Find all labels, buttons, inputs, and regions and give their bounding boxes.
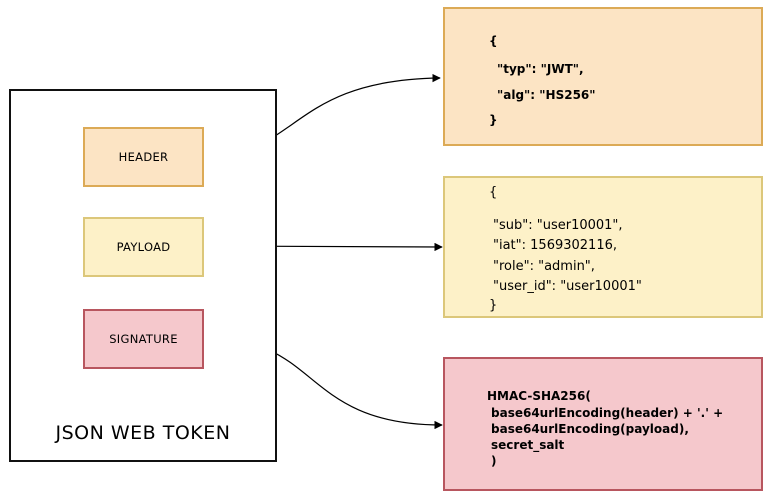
- header-json-box: { "typ": "JWT", "alg": "HS256" }: [443, 7, 763, 146]
- header-json-line: "alg": "HS256": [497, 88, 596, 102]
- signature-code-line: ): [491, 454, 497, 468]
- header-json-line: {: [489, 34, 498, 48]
- payload-json-line: {: [489, 185, 498, 200]
- token-title: JSON WEB TOKEN: [55, 422, 231, 444]
- signature-code-line: base64urlEncoding(header) + '.' +: [491, 406, 724, 420]
- payload-json-line: "user_id": "user10001": [493, 279, 642, 294]
- signature-code-line: base64urlEncoding(payload),: [491, 422, 689, 436]
- signature-part: SIGNATURE: [83, 309, 204, 369]
- signature-code-line: HMAC-SHA256(: [487, 389, 591, 403]
- payload-json-line: "role": "admin",: [493, 259, 595, 274]
- header-part: HEADER: [83, 127, 204, 187]
- payload-json-line: }: [489, 298, 498, 313]
- header-json-line: }: [489, 113, 498, 127]
- signature-code-line: secret_salt: [491, 438, 565, 452]
- payload-json-line: "sub": "user10001",: [493, 218, 623, 233]
- header-json-line: "typ": "JWT",: [497, 62, 584, 76]
- signature-code-box: HMAC-SHA256( base64urlEncoding(header) +…: [443, 357, 763, 491]
- payload-json-line: "iat": 1569302116,: [493, 238, 617, 253]
- payload-part: PAYLOAD: [83, 217, 204, 277]
- payload-json-box: { "sub": "user10001", "iat": 1569302116,…: [443, 176, 763, 318]
